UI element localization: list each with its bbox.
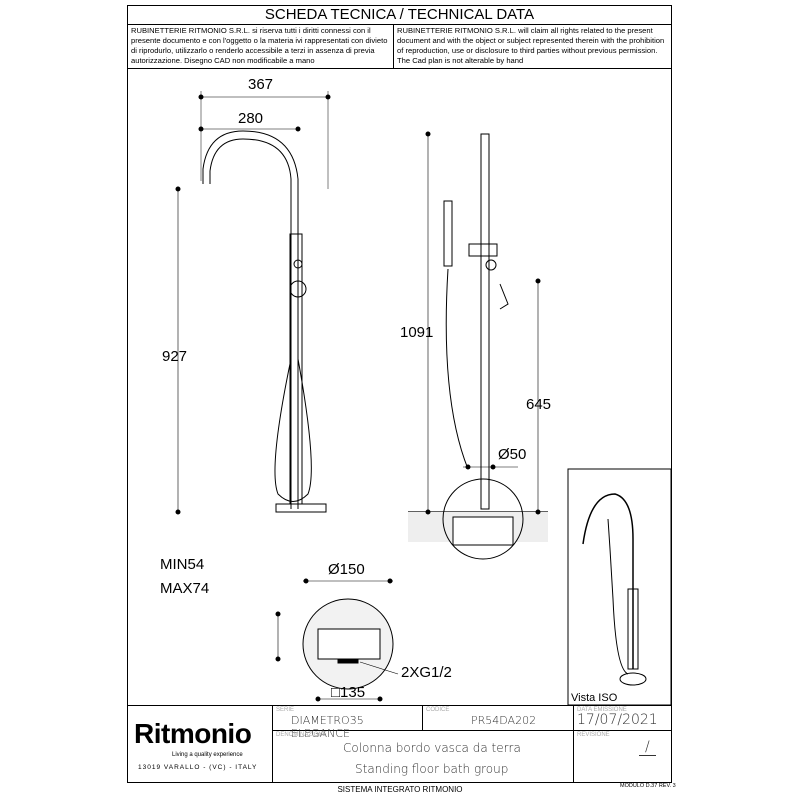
- logo-cell: Ritmonio Living a quality experience 130…: [128, 706, 273, 783]
- sheet-title: SCHEDA TECNICA / TECHNICAL DATA: [128, 6, 671, 25]
- serie-value: DIAMETRO35 ELEGANCE: [291, 714, 364, 740]
- denominazione-it: Colonna bordo vasca da terra: [343, 741, 521, 755]
- revisione-cell: REVISIONE /: [573, 731, 671, 783]
- revisione-label: REVISIONE: [577, 732, 610, 738]
- technical-sheet: SCHEDA TECNICA / TECHNICAL DATA RUBINETT…: [127, 5, 672, 783]
- codice-cell: CODICE PR54DA202: [423, 706, 573, 731]
- serie-label: SERIE: [276, 707, 295, 713]
- dim-max74: MAX74: [160, 580, 209, 597]
- dim-diameter-50: Ø50: [498, 446, 526, 463]
- data-value: 17/07/2021: [577, 712, 658, 728]
- denominazione-label: DENOMINAZIONE: [276, 732, 327, 738]
- dim-diameter-150: Ø150: [328, 561, 365, 578]
- codice-label: CODICE: [426, 707, 450, 713]
- data-cell: DATA EMISSIONE 17/07/2021: [573, 706, 671, 731]
- denominazione-en: Standing floor bath group: [355, 762, 509, 776]
- revisione-value: /: [639, 739, 656, 756]
- codice-value: PR54DA202: [471, 714, 537, 727]
- side-view: 1091 645 Ø50: [400, 131, 551, 560]
- data-label: DATA EMISSIONE: [577, 707, 627, 713]
- divider: [128, 68, 671, 69]
- iso-view-label: Vista ISO: [571, 692, 618, 704]
- rights-english: RUBINETTERIE RITMONIO S.R.L. will claim …: [397, 26, 665, 65]
- dim-square-135: □135: [331, 684, 365, 701]
- tagline: Living a quality experience: [172, 752, 243, 758]
- base-detail: MIN54 MAX74 Ø150 2XG1/2 □135: [160, 556, 452, 702]
- technical-drawing: 367 280 927 1091 645 Ø50: [160, 76, 671, 705]
- denominazione-cell: DENOMINAZIONE Colonna bordo vasca da ter…: [273, 731, 573, 783]
- dim-280: 280: [238, 110, 263, 127]
- dim-min54: MIN54: [160, 556, 204, 573]
- ritmonio-logo: Ritmonio: [134, 718, 252, 749]
- dim-1091: 1091: [400, 324, 433, 341]
- rights-italian: RUBINETTERIE RITMONIO S.R.L. si riserva …: [128, 24, 394, 68]
- serie-cell: SERIE DIAMETRO35 ELEGANCE: [273, 706, 423, 740]
- dim-645: 645: [526, 396, 551, 413]
- dim-connection: 2XG1/2: [401, 664, 452, 681]
- dim-367: 367: [248, 76, 273, 93]
- footer-system: SISTEMA INTEGRATO RITMONIO: [337, 785, 463, 794]
- address: 13019 VARALLO - (VC) - ITALY: [138, 764, 258, 771]
- front-view: 367 280 927: [162, 76, 331, 515]
- footer-modulo: MODULO D.37 REV. 3: [620, 783, 676, 789]
- dim-927: 927: [162, 348, 187, 365]
- iso-view: Vista ISO: [567, 468, 671, 705]
- title-block: Ritmonio Living a quality experience 130…: [128, 705, 671, 783]
